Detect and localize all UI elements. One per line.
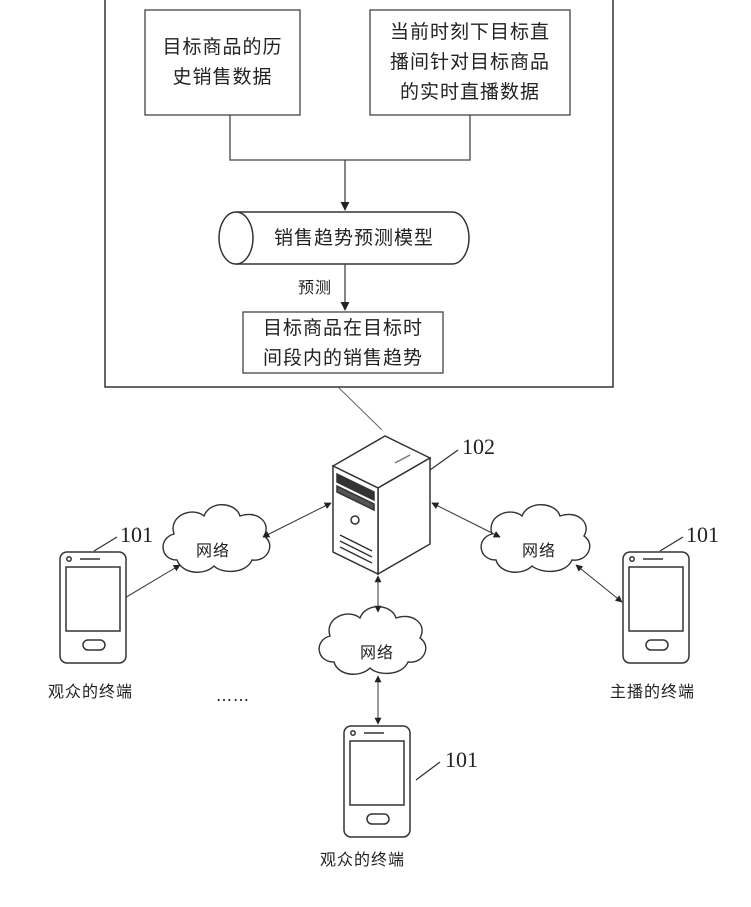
- phone-bottom-leader: [416, 762, 440, 780]
- phone-left-icon: [60, 552, 126, 663]
- terminal-left-caption: 观众的终端: [48, 678, 133, 702]
- result-line-2: 间段内的销售趋势: [243, 343, 443, 373]
- model-label: 销售趋势预测模型: [254, 223, 454, 253]
- link-server-cloud-right: [432, 503, 500, 537]
- link-cloud-left-server: [263, 503, 331, 537]
- predict-edge-label: 预测: [298, 274, 332, 298]
- history-line-2: 史销售数据: [145, 62, 300, 92]
- result-line-1: 目标商品在目标时: [243, 313, 443, 343]
- result-label: 目标商品在目标时 间段内的销售趋势: [243, 313, 443, 373]
- link-cloud-left-phone: [118, 565, 180, 602]
- phone-bottom-icon: [344, 726, 410, 837]
- link-cloud-right-phone: [576, 565, 622, 602]
- live-data-label: 当前时刻下目标直 播间针对目标商品 的实时直播数据: [370, 17, 570, 107]
- callout-line: [338, 387, 382, 430]
- phone-right-leader: [660, 537, 683, 551]
- live-line-1: 当前时刻下目标直: [370, 17, 570, 47]
- cloud-bottom-label: 网络: [360, 639, 394, 663]
- phone-left-leader: [94, 537, 117, 551]
- connector-live: [345, 115, 470, 160]
- terminal-bottom-ref-number: 101: [445, 747, 478, 773]
- phone-right-icon: [623, 552, 689, 663]
- connector-history: [230, 115, 345, 160]
- live-line-3: 的实时直播数据: [370, 77, 570, 107]
- server-ref-number: 102: [462, 434, 495, 460]
- cloud-right-label: 网络: [522, 537, 556, 561]
- server-icon: [333, 436, 430, 574]
- terminal-right-ref-number: 101: [686, 522, 719, 548]
- server-ref-leader: [430, 450, 458, 470]
- live-line-2: 播间针对目标商品: [370, 47, 570, 77]
- terminal-bottom-caption: 观众的终端: [320, 846, 405, 870]
- history-line-1: 目标商品的历: [145, 32, 300, 62]
- history-data-label: 目标商品的历 史销售数据: [145, 32, 300, 92]
- more-terminals-ellipsis: ……: [216, 686, 250, 705]
- cloud-left-label: 网络: [196, 537, 230, 561]
- terminal-right-caption: 主播的终端: [610, 678, 695, 702]
- terminal-left-ref-number: 101: [120, 522, 153, 548]
